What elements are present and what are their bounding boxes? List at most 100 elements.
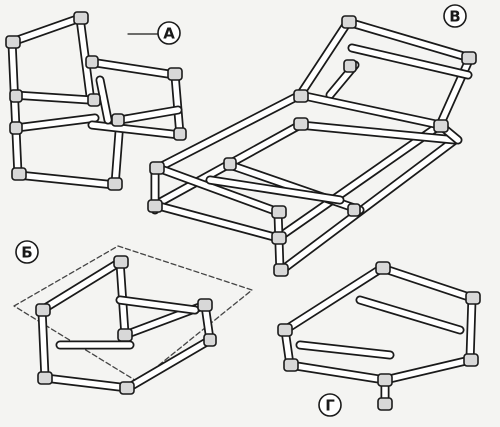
label-b-text: Б (21, 244, 32, 262)
frame-g (277, 261, 481, 411)
pipe-segment (117, 297, 198, 313)
pipe-segment (207, 177, 343, 203)
frame-a-pipes (7, 13, 185, 190)
pipe-segment (9, 39, 21, 178)
pipe-segment (172, 72, 183, 138)
pipe-joint (461, 51, 477, 65)
pipe-segment (125, 337, 213, 391)
label-circle (157, 21, 181, 45)
pipe-joint (271, 205, 287, 219)
pipe-joint (377, 397, 393, 411)
pipe-joint (9, 89, 23, 103)
label-v-badge: В (443, 4, 467, 28)
pipe-segment (117, 107, 181, 123)
pipe-joint (87, 93, 101, 107)
pipe-segment (39, 307, 48, 381)
label-circle (15, 240, 39, 264)
pipe-joint (465, 291, 481, 305)
pipe-joint (117, 328, 133, 342)
pipe-joint (283, 358, 299, 372)
label-v-text: В (449, 8, 460, 26)
pipe-joint (271, 231, 287, 245)
pipe-joint (167, 67, 183, 81)
pipe-joint (341, 15, 357, 29)
frame-b-pipes (37, 257, 215, 393)
frame-a (5, 11, 187, 191)
label-circle (443, 4, 467, 28)
label-a-badge: А (157, 21, 181, 45)
pipe-joint (197, 298, 213, 312)
pipe-segment (297, 92, 443, 128)
frame-g-joints (277, 261, 481, 411)
frame-v (147, 15, 477, 277)
pipe-joint (147, 199, 163, 213)
pipe-joint (149, 161, 165, 175)
pipe-joint (73, 11, 89, 25)
pipe-segment (155, 165, 281, 215)
pipe-joint (203, 333, 217, 347)
pipe-segment (275, 122, 443, 241)
pipe-segment (437, 55, 473, 128)
pipe-joint (433, 119, 449, 133)
frame-b (13, 245, 253, 395)
pipe-joint (343, 59, 357, 73)
frame-v-pipes (150, 17, 475, 277)
pipe-joint (277, 323, 293, 337)
pipe-joint (293, 117, 309, 131)
pipe-joint (223, 157, 237, 171)
pipe-segment (379, 265, 475, 301)
pipe-joint (113, 255, 129, 269)
pipe-segment (282, 265, 385, 333)
pipe-segment (297, 122, 458, 143)
label-b-badge: Б (15, 240, 39, 264)
pipe-segment (297, 342, 393, 358)
pipe-segment (39, 259, 123, 313)
pipe-joint (111, 113, 125, 127)
pipe-joint (119, 381, 135, 395)
pipe-segment (9, 15, 83, 45)
pipe-joint (273, 263, 289, 277)
pipe-segment (382, 357, 473, 383)
pipe-segment (155, 92, 303, 171)
pipe-segment (15, 172, 118, 188)
pipe-segment (87, 59, 178, 78)
pipe-joint (347, 203, 361, 217)
pipe-joint (173, 127, 187, 141)
pipe-segment (349, 45, 471, 78)
label-g-badge: Г (318, 393, 342, 417)
pipe-segment (279, 137, 458, 273)
pipe-segment (345, 19, 473, 61)
pipe-segment (287, 362, 388, 383)
pipe-joint (37, 371, 53, 385)
pipe-segment (297, 19, 351, 98)
pipe-joint (35, 303, 51, 317)
pipe-joint (463, 353, 479, 367)
frame-v-joints (147, 15, 477, 277)
pipe-segment (89, 122, 183, 138)
pipe-joint (377, 373, 393, 387)
pipe-segment (77, 15, 93, 98)
pipe-segment (97, 77, 111, 123)
pipe-joint (293, 89, 309, 103)
frame-b-plane (13, 245, 253, 383)
pipe-joint (9, 121, 23, 135)
frame-g-pipes (280, 263, 477, 410)
pipe-segment (357, 297, 463, 333)
label-g-text: Г (325, 397, 335, 415)
pipe-joint (107, 177, 123, 191)
pipe-joint (11, 167, 27, 181)
pipe-segment (11, 92, 93, 103)
pipe-segment (42, 375, 131, 391)
pipe-joint (85, 55, 99, 69)
pipe-segment (13, 115, 98, 131)
pipe-joint (375, 261, 391, 275)
pipe-joint (5, 35, 21, 49)
pipe-segment (152, 202, 281, 241)
frame-b-joints (35, 255, 217, 395)
pipe-segment (467, 295, 475, 363)
label-circle (318, 393, 342, 417)
frame-a-joints (5, 11, 187, 191)
label-a-text: А (163, 25, 175, 43)
